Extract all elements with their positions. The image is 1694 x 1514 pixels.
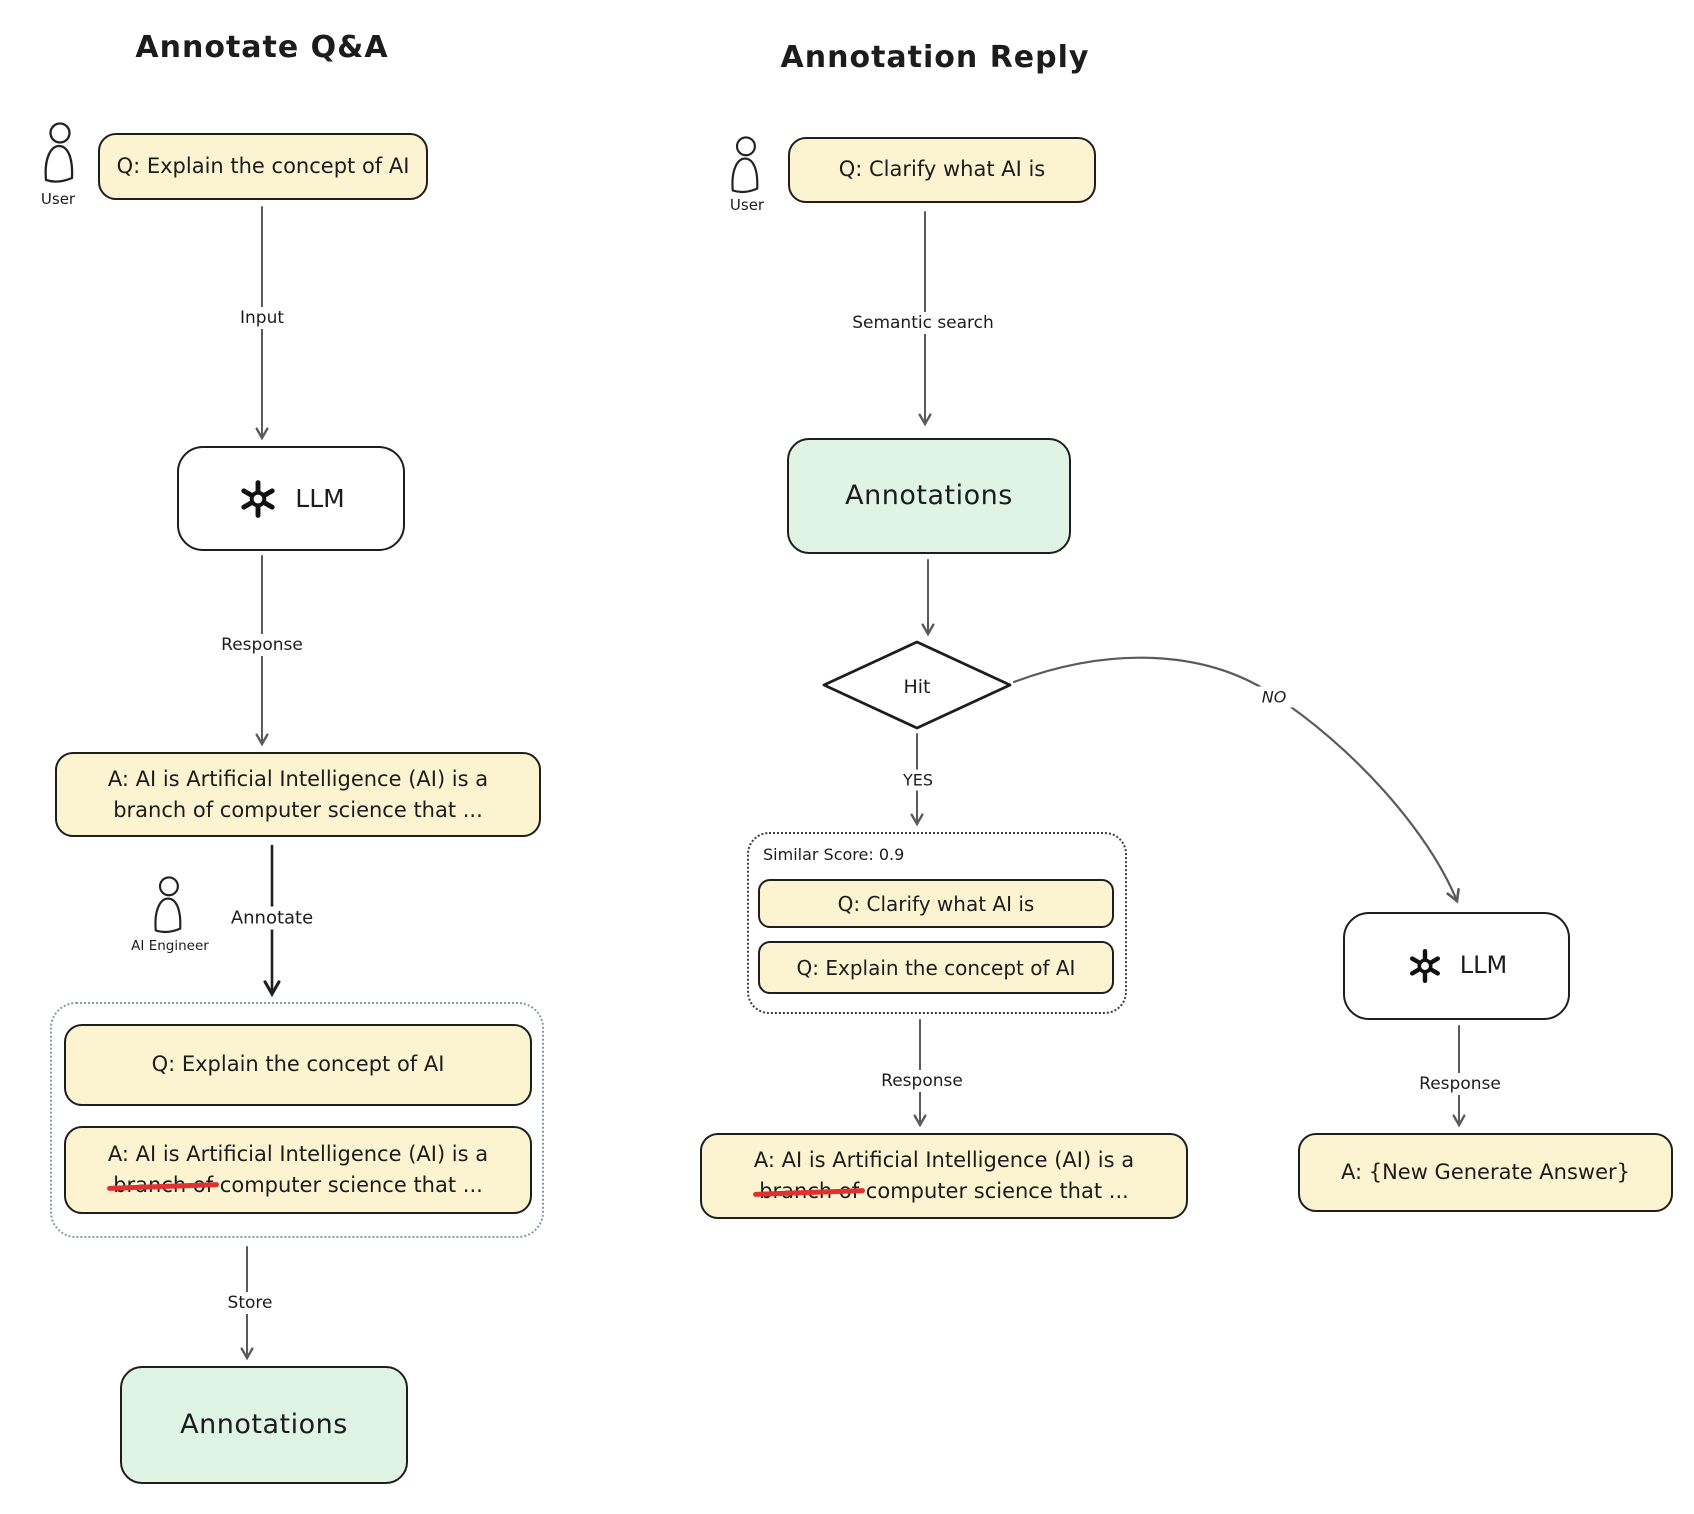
annotated-answer-line1: A: AI is Artificial Intelligence (AI) is… xyxy=(107,1142,489,1167)
decision-hit-label: Hit xyxy=(903,676,931,698)
answer-line1: A: AI is Artificial Intelligence (AI) is… xyxy=(107,766,489,791)
annotated-question-box: Q: Explain the concept of AI xyxy=(64,1024,532,1106)
answer-line2: branch of computer science that ... xyxy=(759,1177,1129,1206)
edge-label-semantic-search: Semantic search xyxy=(846,312,1000,334)
annotation-group-left xyxy=(50,1002,544,1238)
decision-diamond xyxy=(822,640,1012,730)
question-text: Q: Clarify what AI is xyxy=(838,157,1046,182)
user-label: User xyxy=(40,190,76,208)
annotations-label: Annotations xyxy=(180,1409,348,1441)
match-question-2: Q: Explain the concept of AI xyxy=(758,941,1114,994)
user-icon xyxy=(148,876,188,938)
answer-box-left: A: AI is Artificial Intelligence (AI) is… xyxy=(55,752,541,837)
strikethrough-text: branch of xyxy=(113,1173,214,1197)
user-icon xyxy=(38,122,80,188)
annotations-store-right: Annotations xyxy=(787,438,1071,554)
new-answer-text: A: {New Generate Answer} xyxy=(1340,1159,1631,1184)
llm-box-left: LLM xyxy=(177,446,405,551)
edge-label-no: NO xyxy=(1255,686,1293,708)
annotations-store-left: Annotations xyxy=(120,1366,408,1484)
annotated-answer-box: A: AI is Artificial Intelligence (AI) is… xyxy=(64,1126,532,1214)
annotated-answer-line2: branch of computer science that ... xyxy=(113,1171,483,1200)
right-flow-title: Annotation Reply xyxy=(780,40,1090,75)
openai-logo-icon xyxy=(237,478,279,520)
llm-box-right: LLM xyxy=(1343,912,1570,1020)
openai-logo-icon xyxy=(1406,947,1444,985)
question-box-right: Q: Clarify what AI is xyxy=(788,137,1096,203)
user-icon xyxy=(725,136,765,198)
edge-label-yes: YES xyxy=(896,769,940,791)
similar-score-label: Similar Score: 0.9 xyxy=(763,845,905,864)
match-q2-text: Q: Explain the concept of AI xyxy=(796,955,1076,980)
edge-label-response-right: Response xyxy=(1413,1073,1507,1095)
annotations-label: Annotations xyxy=(845,480,1013,512)
question-box-left: Q: Explain the concept of AI xyxy=(98,133,428,200)
answer-box-mid: A: AI is Artificial Intelligence (AI) is… xyxy=(700,1133,1188,1219)
answer-line2: branch of computer science that ... xyxy=(113,797,483,822)
strikethrough-text: branch of xyxy=(759,1179,860,1203)
answer-line1: A: AI is Artificial Intelligence (AI) is… xyxy=(753,1148,1135,1173)
user-label: User xyxy=(729,196,765,214)
match-question-1: Q: Clarify what AI is xyxy=(758,879,1114,928)
question-text: Q: Explain the concept of AI xyxy=(116,153,410,178)
left-flow-title: Annotate Q&A xyxy=(135,30,389,65)
edge-label-store: Store xyxy=(221,1292,279,1314)
annotated-question-text: Q: Explain the concept of AI xyxy=(151,1052,445,1077)
edge-label-response-mid: Response xyxy=(875,1070,969,1092)
new-answer-box: A: {New Generate Answer} xyxy=(1298,1133,1673,1212)
edge-label-response-left: Response xyxy=(215,634,309,656)
llm-label: LLM xyxy=(295,484,345,513)
llm-label: LLM xyxy=(1459,951,1508,980)
annotated-answer-rest: computer science that ... xyxy=(219,1173,483,1197)
edge-label-annotate: Annotate xyxy=(224,906,320,930)
edge-label-input: Input xyxy=(233,307,291,329)
match-q1-text: Q: Clarify what AI is xyxy=(837,891,1035,916)
ai-engineer-label: AI Engineer xyxy=(131,938,209,954)
match-group xyxy=(747,832,1127,1014)
answer-rest: computer science that ... xyxy=(865,1179,1129,1203)
